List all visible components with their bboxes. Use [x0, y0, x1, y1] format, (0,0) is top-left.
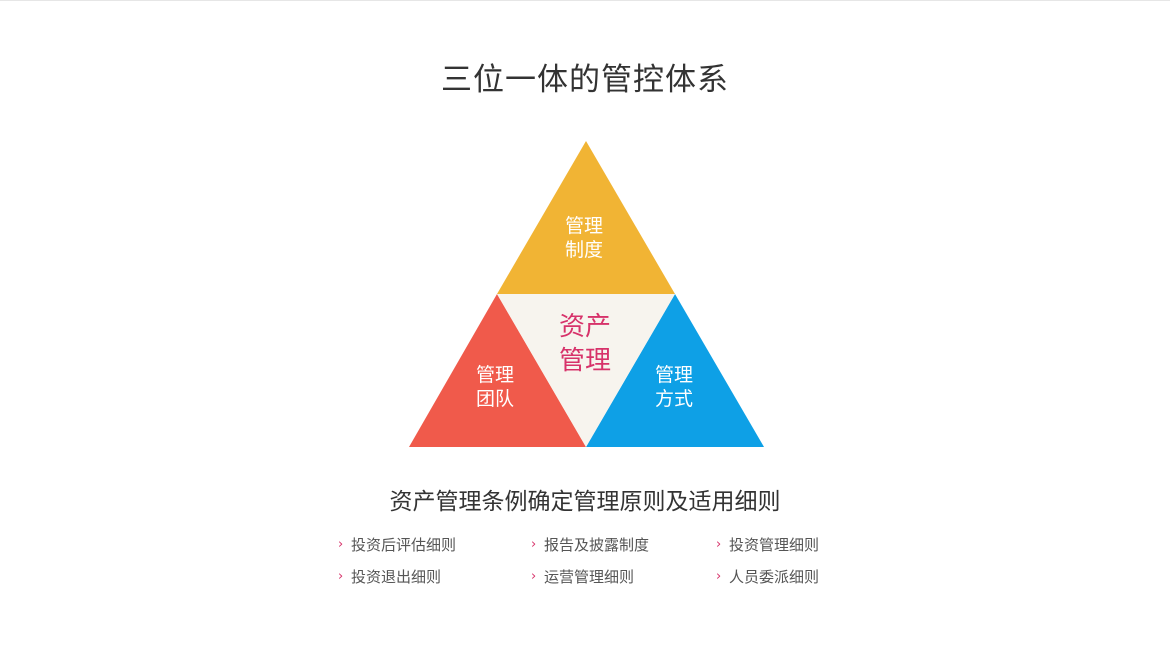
chevron-right-icon: › [338, 537, 344, 552]
left-label-line1: 管理 [476, 364, 514, 386]
rule-item-label: 投资退出细则 [351, 568, 442, 586]
triangle-center-asset-management [497, 294, 675, 447]
right-label-line1: 管理 [655, 364, 693, 386]
top-divider [0, 0, 1170, 1]
top-label-line2: 制度 [565, 239, 603, 261]
triangle-top-management-system [497, 141, 675, 294]
top-label-line1: 管理 [565, 215, 603, 237]
rule-item-label: 投资管理细则 [729, 536, 820, 554]
chevron-right-icon: › [531, 537, 537, 552]
right-label-line2: 方式 [655, 388, 693, 410]
subtitle: 资产管理条例确定管理原则及适用细则 [389, 489, 781, 515]
center-label-line1: 资产 [559, 312, 611, 342]
page-title: 三位一体的管控体系 [441, 62, 729, 98]
chevron-right-icon: › [531, 569, 537, 584]
rule-item[interactable]: › 投资后评估细则 [338, 535, 531, 555]
rule-item-label: 运营管理细则 [544, 568, 635, 586]
rule-item-label: 人员委派细则 [729, 568, 820, 586]
chevron-right-icon: › [716, 537, 722, 552]
rule-item[interactable]: › 运营管理细则 [531, 567, 716, 587]
center-label-line2: 管理 [559, 346, 611, 376]
rule-item[interactable]: › 报告及披露制度 [531, 535, 716, 555]
triangle-right-management-method [586, 294, 764, 447]
left-label-line2: 团队 [476, 388, 514, 410]
rule-item[interactable]: › 投资退出细则 [338, 567, 531, 587]
chevron-right-icon: › [716, 569, 722, 584]
rule-item-label: 报告及披露制度 [544, 536, 650, 554]
triangle-left-management-team [409, 294, 586, 447]
chevron-right-icon: › [338, 569, 344, 584]
rule-item-label: 投资后评估细则 [351, 536, 457, 554]
rule-item[interactable]: › 投资管理细则 [716, 535, 856, 555]
rule-item[interactable]: › 人员委派细则 [716, 567, 856, 587]
rules-list: › 投资后评估细则 › 报告及披露制度 › 投资管理细则 › 投资退出细则 › … [338, 535, 858, 587]
